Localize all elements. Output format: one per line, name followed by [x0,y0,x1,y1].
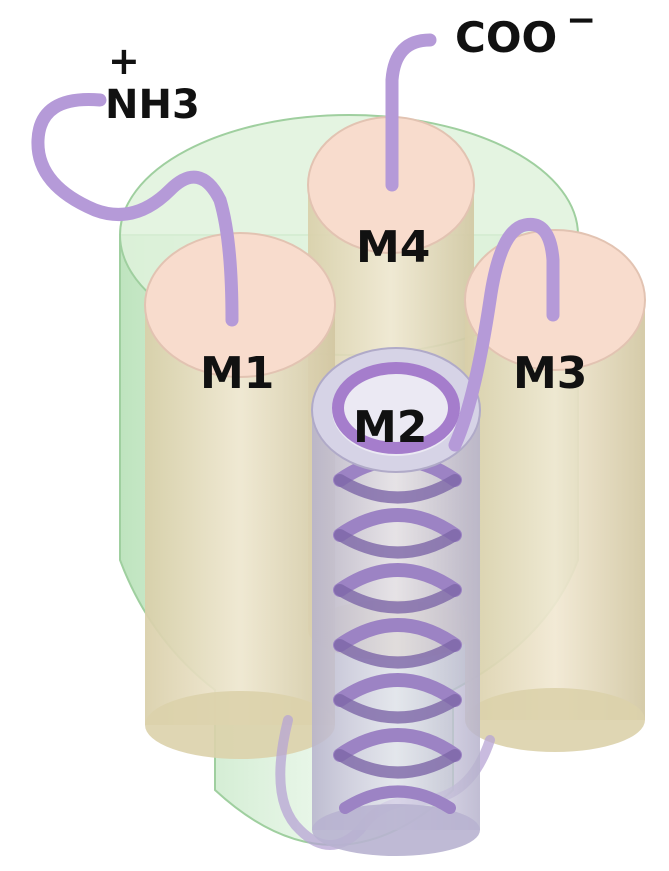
n-terminus-charge: + [108,39,140,83]
c-terminus-charge: − [566,0,596,41]
m3-label: M3 [513,348,587,399]
c-terminus-label: COO [455,13,557,62]
m1-helix-cylinder [145,233,335,759]
n-terminus-label: NH3 [105,82,200,128]
m1-label: M1 [200,348,274,399]
m4-label: M4 [356,222,430,273]
m2-label: M2 [353,402,427,453]
